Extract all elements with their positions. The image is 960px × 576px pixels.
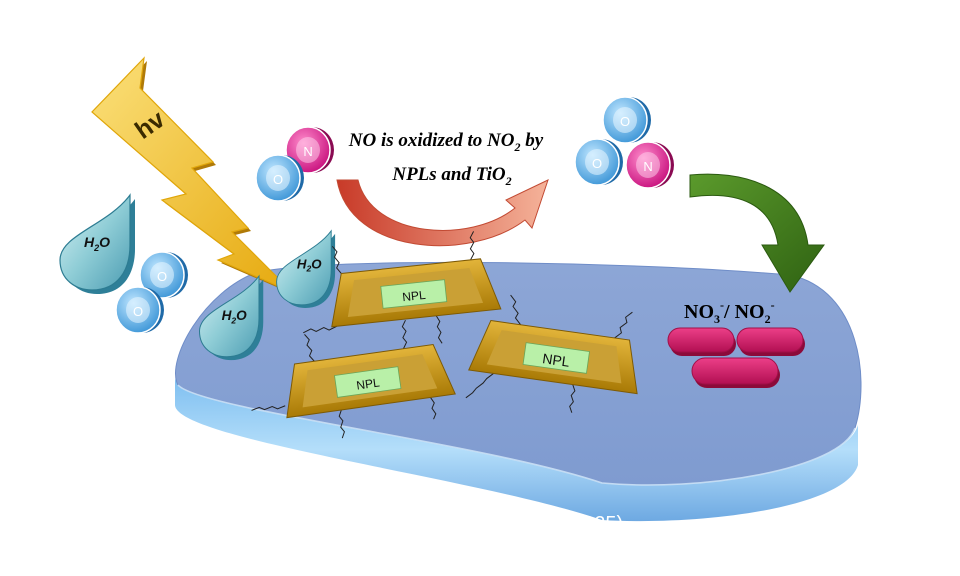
nitrate-product-pills xyxy=(667,327,805,388)
no2-molecule: O O N xyxy=(574,96,675,189)
npl-label: NPL xyxy=(402,288,427,304)
water-label: H2O xyxy=(84,234,110,253)
no-molecule: N O xyxy=(255,126,335,202)
conversion-arrow xyxy=(689,173,825,293)
ligand-chain xyxy=(465,294,633,413)
oxygen-atom: O xyxy=(602,96,652,144)
platform-side xyxy=(175,378,858,522)
water-label: H2O xyxy=(297,256,322,273)
npl-platelet-1: NPL xyxy=(303,231,502,344)
reaction-caption: NO is oxidized to NO2 by NPLs and TiO2 xyxy=(348,130,544,188)
oxygen-atom: O xyxy=(115,286,165,334)
water-drop-3: H2O xyxy=(276,230,336,309)
caption-line-1: NO is oxidized to NO2 by xyxy=(348,130,544,154)
oxygen-atom: O xyxy=(139,251,189,299)
npl-label: NPL xyxy=(355,375,380,392)
ligand-chain xyxy=(303,231,475,344)
npl-platelet-2: NPL xyxy=(251,319,456,439)
npl-label: NPL xyxy=(541,350,570,370)
water-label: H2O xyxy=(222,308,248,325)
nitrogen-atom: N xyxy=(625,141,675,189)
svg-text:N: N xyxy=(643,159,652,174)
svg-text:O: O xyxy=(620,114,630,129)
svg-text:O: O xyxy=(133,304,143,319)
product-pill xyxy=(667,327,736,356)
svg-text:N: N xyxy=(303,144,312,159)
svg-text:O: O xyxy=(157,269,167,284)
oxidation-arrow xyxy=(336,179,549,247)
svg-text:NO3-/ NO2-: NO3-/ NO2- xyxy=(684,298,775,326)
svg-text:O: O xyxy=(273,172,283,187)
product-pill xyxy=(691,357,780,388)
oxygen-atom: O xyxy=(255,154,305,202)
o2-molecule: O O xyxy=(115,251,189,334)
svg-text:O: O xyxy=(592,156,602,171)
nitrogen-atom: N xyxy=(285,126,335,174)
product-pill xyxy=(736,327,805,356)
water-drop-1: H2O xyxy=(59,194,136,295)
product-label: NO3-/ NO2- xyxy=(684,298,775,326)
substrate-label: TiO2 (P25) xyxy=(530,513,623,538)
caption-line-2: NPLs and TiO2 xyxy=(391,164,511,188)
npl-platelet-3: NPL xyxy=(465,294,645,413)
oxygen-atom: O xyxy=(574,138,624,186)
water-drop-2: H2O xyxy=(198,275,264,361)
ligand-chain xyxy=(251,319,437,439)
